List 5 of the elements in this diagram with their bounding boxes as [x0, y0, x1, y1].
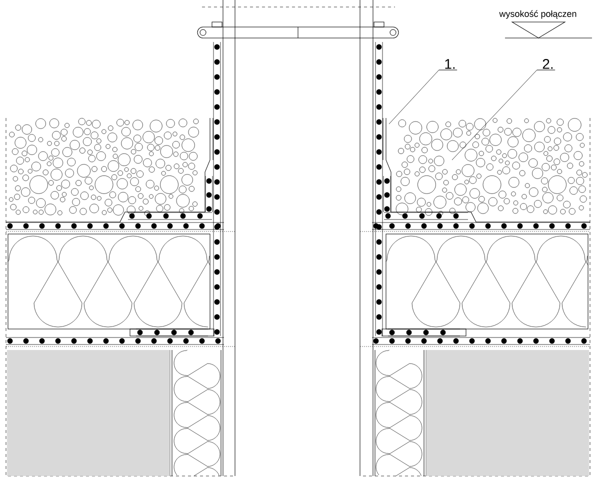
- level-label: wysokość połączen: [499, 10, 576, 19]
- callout-number: 2.: [542, 58, 553, 69]
- callout-number: 1.: [445, 59, 455, 69]
- leader-line: [452, 70, 538, 160]
- leader-line: [388, 70, 440, 124]
